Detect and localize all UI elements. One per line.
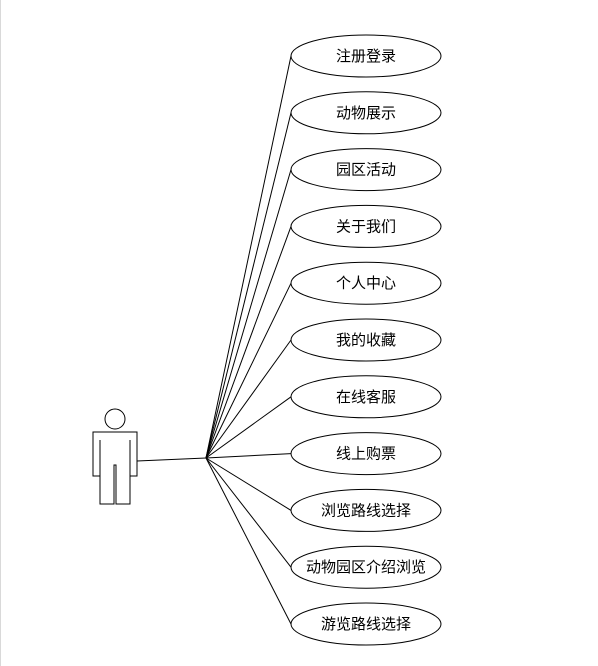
association-line: [205, 112, 292, 459]
use-case-label: 我的收藏: [336, 331, 396, 349]
actor-head: [104, 408, 126, 430]
use-case-label: 关于我们: [336, 217, 396, 235]
use-case: 我的收藏: [290, 318, 442, 362]
use-case-ellipse: [290, 91, 442, 135]
use-case-ellipse: [290, 204, 442, 248]
actor-link: [136, 457, 207, 462]
use-case-label: 园区活动: [336, 161, 396, 179]
use-case-ellipse: [290, 432, 442, 476]
use-case: 动物展示: [290, 91, 442, 135]
association-line: [205, 282, 292, 459]
use-case-ellipse: [290, 375, 442, 419]
use-case-ellipse: [290, 261, 442, 305]
association-line: [205, 226, 292, 459]
use-case: 游览路线选择: [290, 602, 442, 646]
association-line: [205, 396, 292, 459]
use-case: 个人中心: [290, 261, 442, 305]
association-line: [205, 55, 292, 459]
use-case-ellipse: [290, 34, 442, 78]
use-case-label: 在线客服: [336, 388, 396, 406]
association-line: [205, 457, 292, 568]
use-case-label: 线上购票: [336, 445, 396, 463]
association-line: [205, 339, 292, 459]
use-case: 关于我们: [290, 204, 442, 248]
use-case: 浏览路线选择: [290, 488, 442, 532]
use-case-ellipse: [290, 545, 442, 589]
page-left-edge: [0, 0, 1, 666]
use-case-label: 个人中心: [336, 274, 396, 292]
use-case-ellipse: [290, 148, 442, 192]
use-case-label: 游览路线选择: [321, 615, 411, 633]
use-case-label: 浏览路线选择: [321, 501, 411, 519]
association-line: [205, 457, 292, 511]
association-line: [205, 457, 292, 625]
use-case-label: 注册登录: [336, 47, 396, 65]
association-line: [205, 453, 292, 459]
use-case-ellipse: [290, 602, 442, 646]
use-case: 园区活动: [290, 148, 442, 192]
association-lines: [205, 55, 292, 625]
use-case-label: 动物展示: [336, 104, 396, 122]
association-line: [205, 169, 292, 459]
use-case: 线上购票: [290, 432, 442, 476]
use-case-list: 注册登录动物展示园区活动关于我们个人中心我的收藏在线客服线上购票浏览路线选择动物…: [290, 34, 442, 646]
use-case-label: 动物园区介绍浏览: [306, 558, 426, 576]
actor: [92, 408, 207, 505]
use-case-ellipse: [290, 318, 442, 362]
use-case: 动物园区介绍浏览: [290, 545, 442, 589]
use-case: 注册登录: [290, 34, 442, 78]
use-case: 在线客服: [290, 375, 442, 419]
use-case-ellipse: [290, 488, 442, 532]
